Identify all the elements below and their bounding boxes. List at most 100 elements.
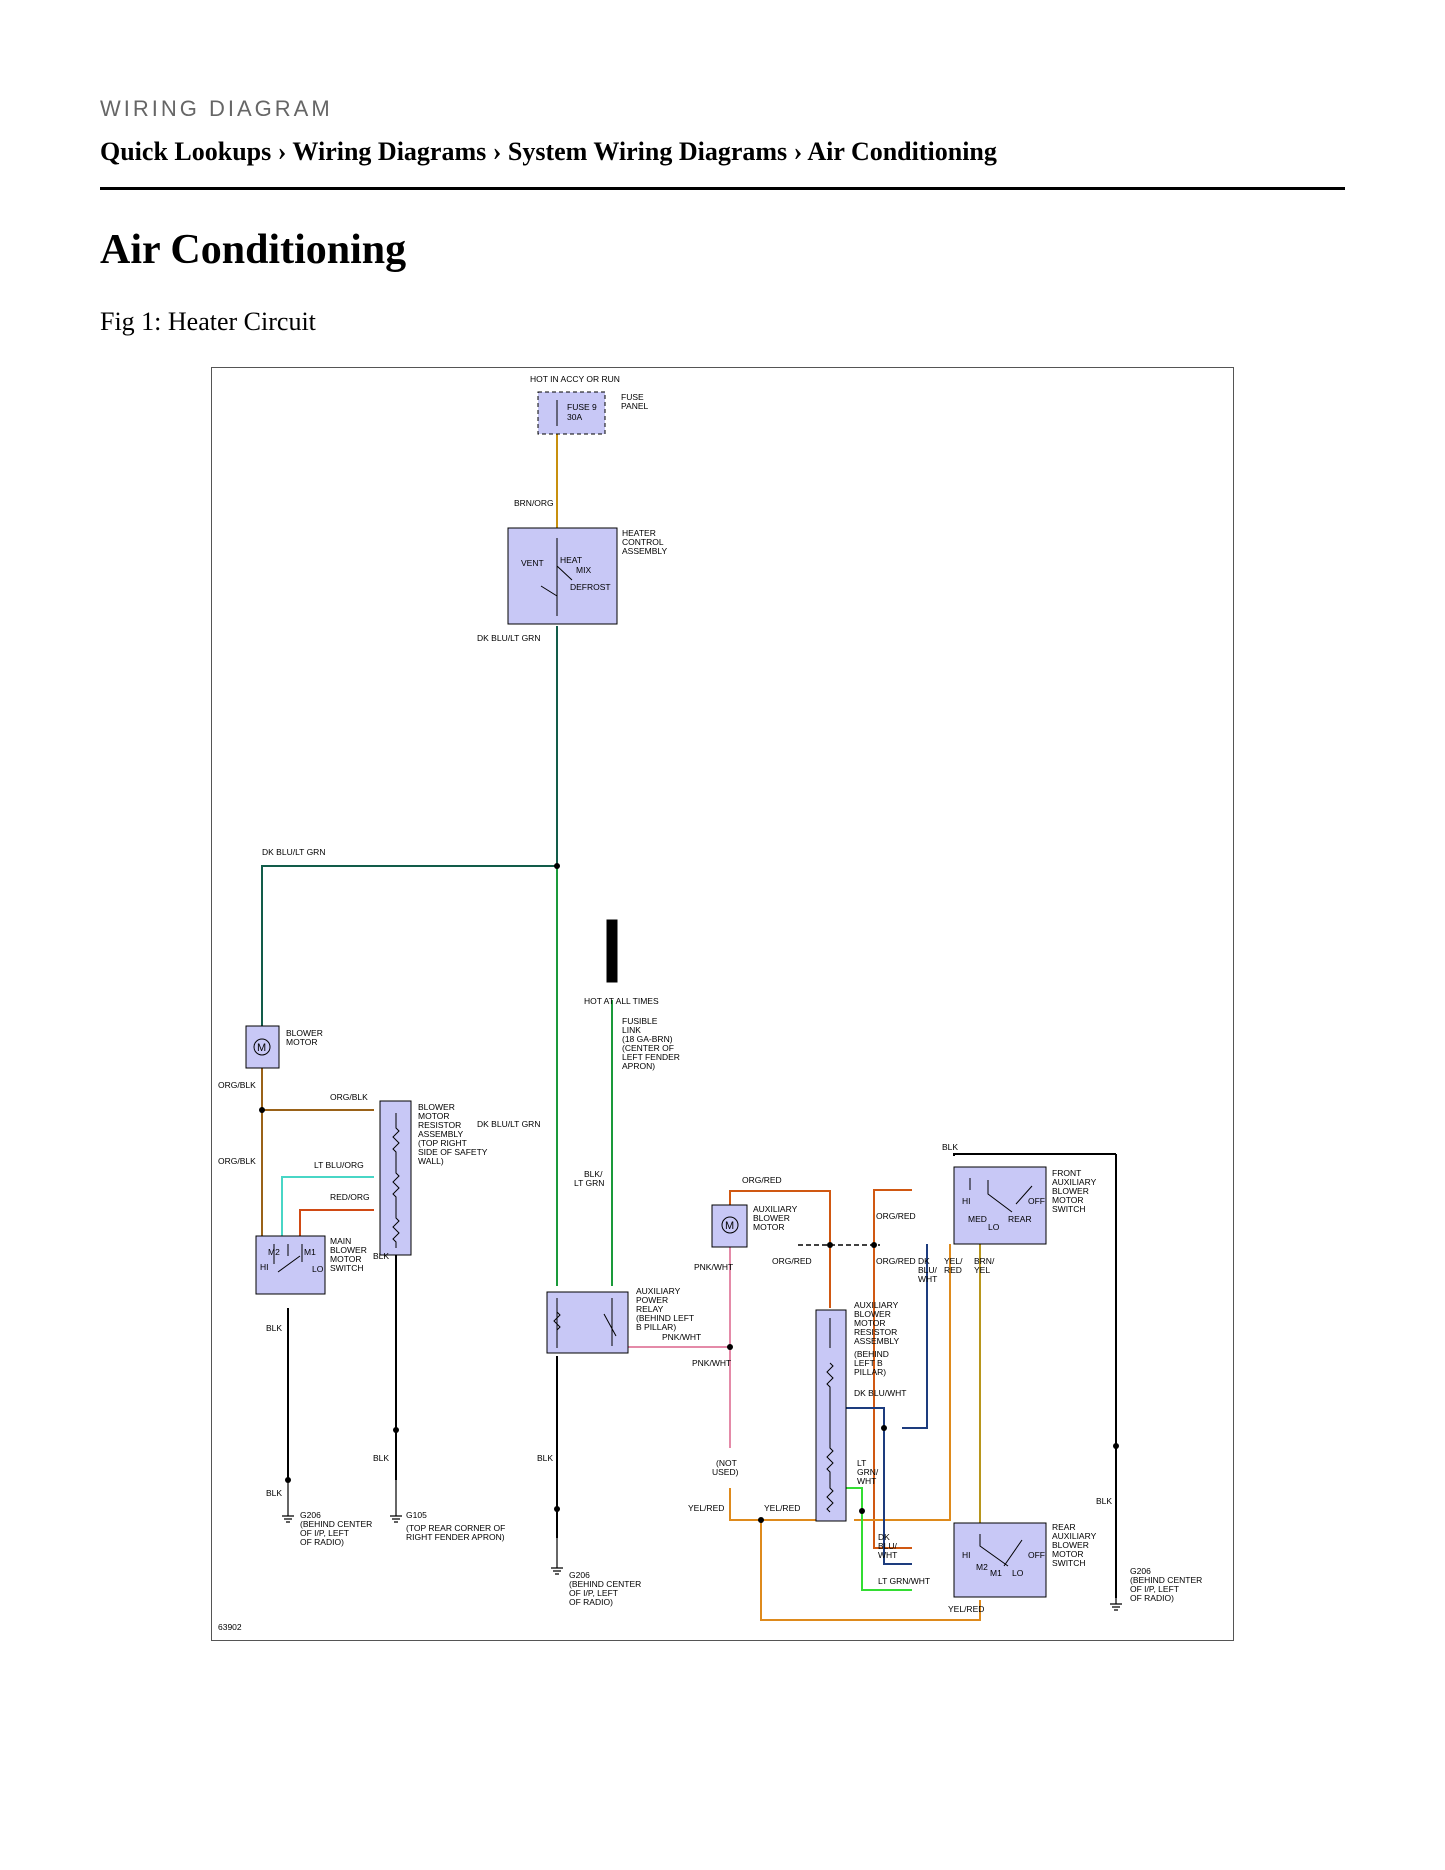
splice-pnk-wht (727, 1344, 733, 1350)
fuse-name-label: FUSE 9 (567, 402, 597, 412)
rear-off-label: OFF (1028, 1550, 1045, 1560)
main-switch-box (255, 1235, 326, 1295)
g105-label-2: (TOP REAR CORNER OF (406, 1523, 505, 1533)
aux-resistor-label-4: RESISTOR (854, 1327, 897, 1337)
g206-left-label-2: (BEHIND CENTER (300, 1519, 372, 1529)
ground-g206-left-icon (282, 1480, 294, 1523)
wire-yel-red-front (854, 1244, 951, 1521)
wire-blk-label-4: BLK (266, 1488, 282, 1498)
wire-dk-blu-lt-grn-label-3: DK BLU/LT GRN (477, 1119, 540, 1129)
blower-motor-symbol: M (257, 1042, 266, 1054)
heater-control-label-3: ASSEMBLY (622, 546, 668, 556)
hot-at-all-label: HOT AT ALL TIMES (584, 996, 659, 1006)
front-switch-label-3: BLOWER (1052, 1186, 1089, 1196)
wire-yel-red-label-2: YEL/RED (764, 1503, 800, 1513)
relay-contacts (553, 1298, 617, 1348)
aux-resistor-label-6: (BEHIND (854, 1349, 889, 1359)
header-divider (100, 187, 1345, 190)
splice-yel-red (758, 1517, 764, 1523)
rear-switch-label-2: AUXILIARY (1052, 1531, 1097, 1541)
aux-resistor-box (815, 1309, 847, 1522)
wire-org-blk-label-1: ORG/BLK (218, 1080, 256, 1090)
wire-brn-yel-label-1: BRN/ (974, 1256, 995, 1266)
wire-yel-red-label-1: YEL/RED (688, 1503, 724, 1513)
wire-blk-lt-grn-label-1: BLK/ (584, 1169, 603, 1179)
front-switch-label-1: FRONT (1052, 1168, 1081, 1178)
resistor-label-2: MOTOR (418, 1111, 449, 1121)
wire-org-red-motor (729, 1190, 831, 1308)
blower-motor-icon (253, 1038, 271, 1056)
wire-yel-red-label-4b: RED (944, 1265, 962, 1275)
wire-lt-grn-wht-label-2: GRN/ (857, 1467, 879, 1477)
aux-motor-label-3: MOTOR (753, 1222, 784, 1232)
wire-dk-blu-lt-grn-label-2: DK BLU/LT GRN (262, 847, 325, 857)
aux-motor-box (711, 1204, 748, 1248)
splice-blk-g105 (393, 1427, 399, 1433)
rear-switch-label-3: BLOWER (1052, 1540, 1089, 1550)
aux-motor-symbol: M (725, 1220, 734, 1232)
fusible-link-label-2: LINK (622, 1025, 641, 1035)
wire-blk-center-label: BLK (537, 1453, 553, 1463)
wire-lt-grn-wht-label-1: LT (857, 1458, 866, 1468)
heat-label: HEAT (560, 555, 582, 565)
splice-blk-center (554, 1506, 560, 1512)
wire-org-blk-label-2: ORG/BLK (330, 1092, 368, 1102)
ground-g206-right-icon (1110, 1598, 1122, 1611)
breadcrumb[interactable]: Quick Lookups › Wiring Diagrams › System… (100, 137, 997, 166)
front-hi-label: HI (962, 1196, 971, 1206)
page-kicker: WIRING DIAGRAM (100, 96, 333, 121)
main-switch-label-2: BLOWER (330, 1245, 367, 1255)
wire-blk-lt-grn-label-2: LT GRN (574, 1178, 604, 1188)
aux-resistor-label-2: BLOWER (854, 1309, 891, 1319)
splice-dk-blu-wht (881, 1425, 887, 1431)
relay-label-5: B PILLAR) (636, 1322, 676, 1332)
g206-left-label-3: OF I/P, LEFT (300, 1528, 349, 1538)
g206-left-label-1: G206 (300, 1510, 321, 1520)
fuse-box (537, 391, 606, 435)
m2-label: M2 (268, 1247, 280, 1257)
contact-symbols (273, 400, 1033, 1567)
hi-label: HI (260, 1262, 269, 1272)
front-switch-label-2: AUXILIARY (1052, 1177, 1097, 1187)
rear-switch-label-4: MOTOR (1052, 1549, 1083, 1559)
wire-dk-blu-wht-label-2b: BLU/ (918, 1265, 938, 1275)
wire-red-org (299, 1209, 374, 1236)
resistor-label-5: (TOP RIGHT (418, 1138, 467, 1148)
front-med-label: MED (968, 1214, 987, 1224)
main-switch-label-1: MAIN (330, 1236, 351, 1246)
label-layer: HOT IN ACCY OR RUN FUSE 9 30A FUSE PANEL… (218, 374, 1202, 1632)
not-used-label-2: USED) (712, 1467, 739, 1477)
main-switch-label-4: SWITCH (330, 1263, 364, 1273)
wire-org-red-label-3: ORG/RED (772, 1256, 812, 1266)
wire-org-blk-label-3: ORG/BLK (218, 1156, 256, 1166)
relay-label-2: POWER (636, 1295, 668, 1305)
front-switch-label-4: MOTOR (1052, 1195, 1083, 1205)
wire-org-red-label-1: ORG/RED (742, 1175, 782, 1185)
wire-dk-blu-wht-label-2a: DK (918, 1256, 930, 1266)
ground-symbols (282, 1480, 1122, 1611)
wire-blk-right-label: BLK (1096, 1496, 1112, 1506)
rear-hi-label: HI (962, 1550, 971, 1560)
relay-label-3: RELAY (636, 1304, 664, 1314)
rear-m2-label: M2 (976, 1562, 988, 1572)
front-switch-box (953, 1166, 1047, 1245)
blower-motor-label-2: MOTOR (286, 1037, 317, 1047)
wire-dk-blu-lt-grn-to-blower (261, 865, 557, 1026)
wire-dk-blu-wht-label-3b: BLU/ (878, 1541, 898, 1551)
wiring-diagram-canvas: HOT IN ACCY OR RUN FUSE 9 30A FUSE PANEL… (218, 374, 1202, 1632)
aux-motor-label-1: AUXILIARY (753, 1204, 798, 1214)
wire-org-red-left (873, 1190, 912, 1549)
wire-lt-grn-wht-label-3: WHT (857, 1476, 876, 1486)
heater-control-label-1: HEATER (622, 528, 656, 538)
fuse-panel-label-2: PANEL (621, 401, 649, 411)
wire-dk-blu-wht-front (902, 1244, 928, 1429)
wire-blk-label-3: BLK (373, 1453, 389, 1463)
mix-label: MIX (576, 565, 591, 575)
aux-resistor-label-7: LEFT B (854, 1358, 883, 1368)
fusible-link-label-6: APRON) (622, 1061, 655, 1071)
aux-motor-icon (721, 1216, 739, 1234)
m1-label: M1 (304, 1247, 316, 1257)
ground-g206-center-icon (551, 1538, 563, 1575)
wire-dk-blu-lt-grn-label-1: DK BLU/LT GRN (477, 633, 540, 643)
wire-yel-red-label-3: YEL/RED (948, 1604, 984, 1614)
